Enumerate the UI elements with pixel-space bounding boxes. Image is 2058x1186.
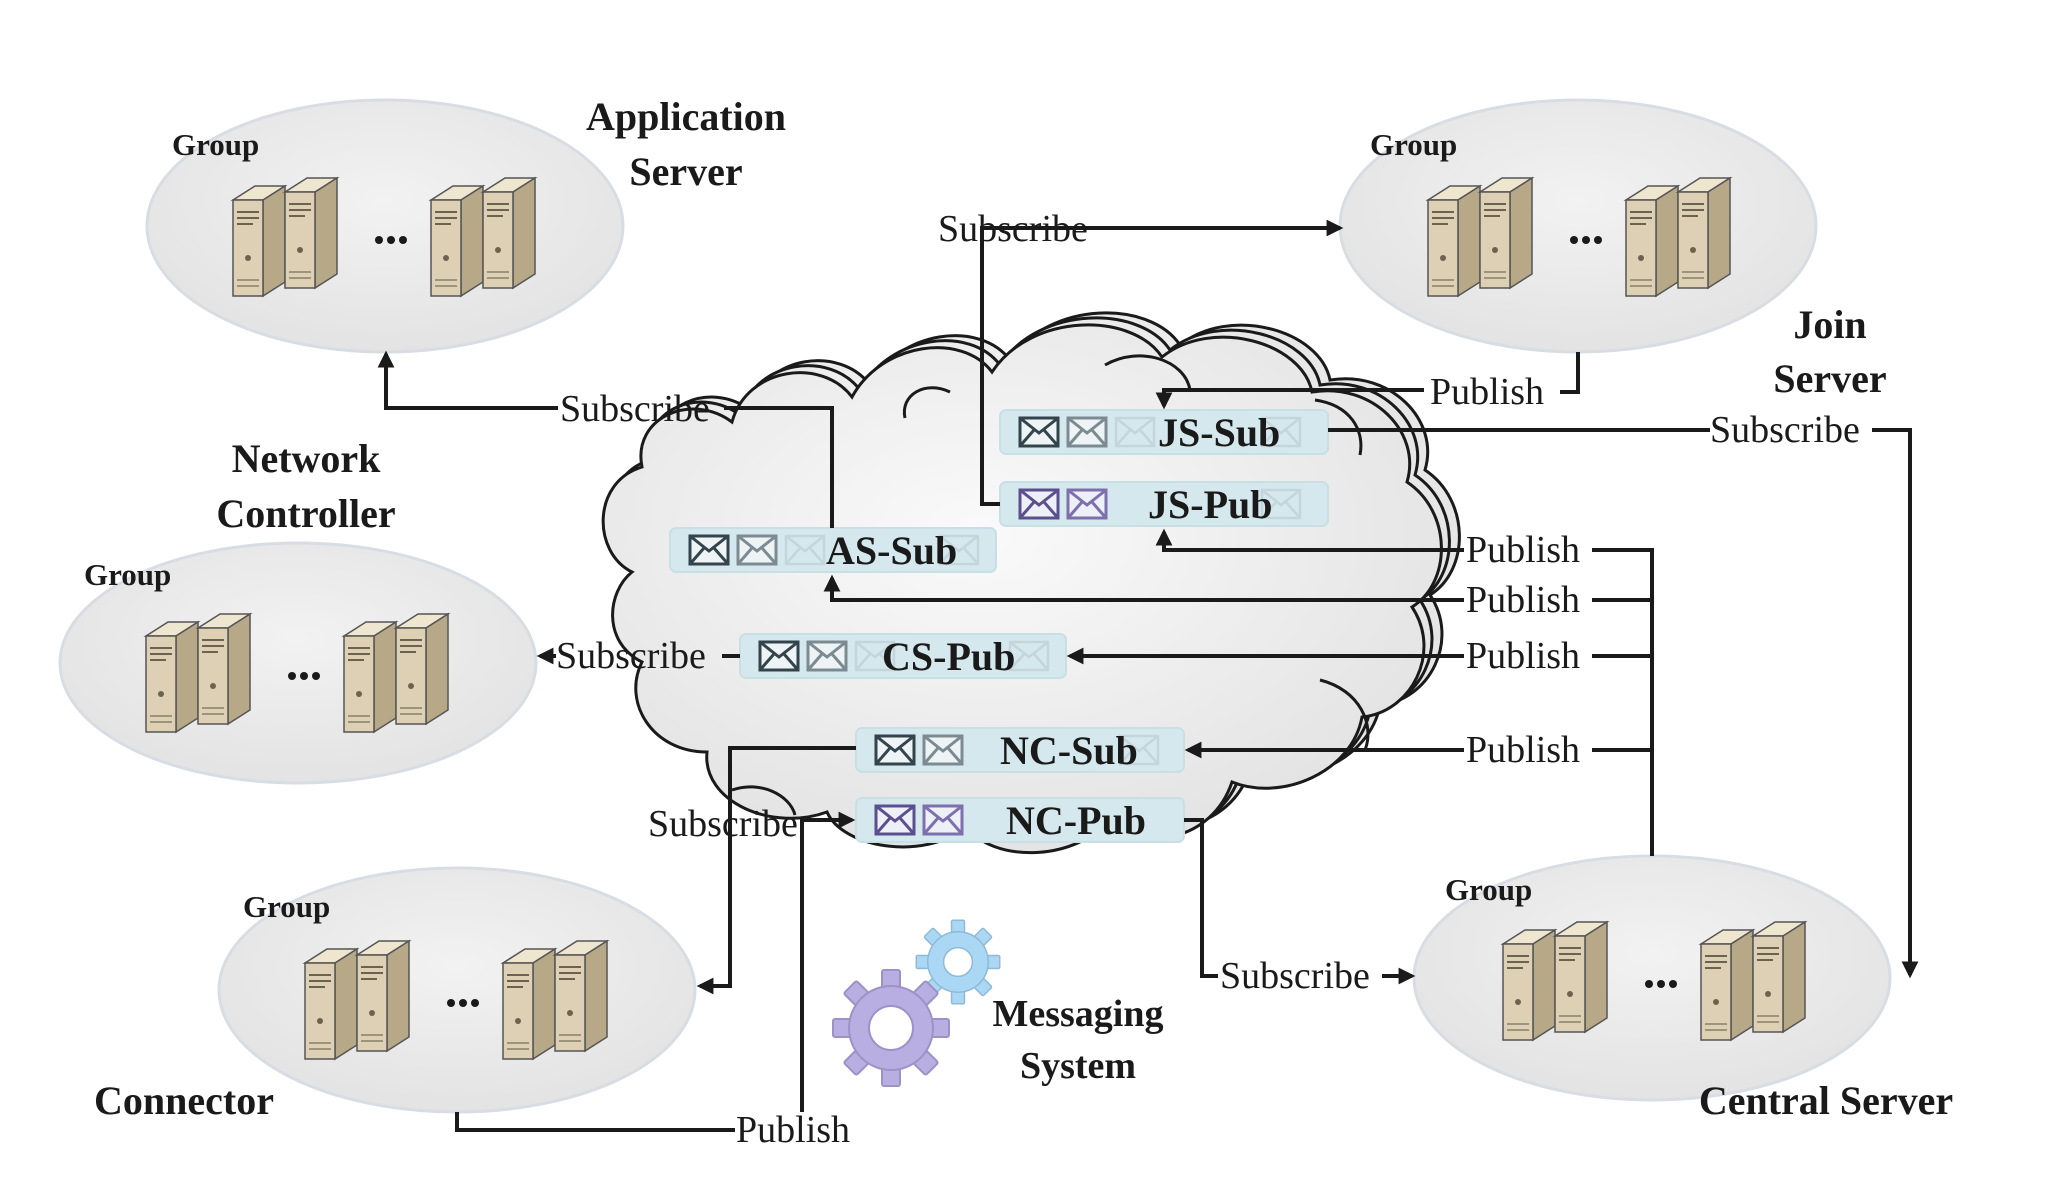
join-server-title-line2: Server	[1773, 356, 1886, 401]
messaging-system-title: Messaging	[993, 993, 1164, 1035]
connector-line	[1872, 428, 1919, 979]
messaging-system-title-line2: System	[1020, 1045, 1136, 1087]
application-server-title: Application	[586, 94, 786, 139]
central-server-title: Central Server	[1699, 1078, 1953, 1123]
topic-js-pub: JS-Pub	[999, 481, 1329, 527]
topic-label: NC-Sub	[1000, 728, 1138, 773]
gear-icon	[915, 919, 1001, 1005]
connector-line	[1155, 528, 1464, 552]
topic-nc-pub: NC-Pub	[855, 797, 1185, 843]
group-label: Group	[243, 889, 330, 924]
edge-label: Publish	[1430, 371, 1544, 413]
edge-label: Subscribe	[560, 388, 710, 430]
connector-line	[980, 226, 1104, 506]
edge-label: Publish	[1466, 579, 1580, 621]
topic-js-sub: JS-Sub	[999, 409, 1329, 455]
topic-label: JS-Sub	[1158, 410, 1280, 455]
central-server-group: Group	[1412, 854, 1892, 1102]
connector-line	[724, 406, 834, 528]
join-server-group: Group	[1338, 98, 1818, 354]
edge-label: Publish	[1466, 729, 1580, 771]
edge-label: Subscribe	[938, 208, 1088, 250]
edge-label: Subscribe	[1220, 955, 1370, 997]
topic-label: NC-Pub	[1006, 798, 1146, 843]
edge-label: Subscribe	[648, 803, 798, 845]
connector-line	[1592, 548, 1654, 856]
connector-line	[1560, 352, 1580, 394]
connector-line	[823, 574, 1464, 602]
connector-line	[377, 350, 558, 410]
edge-label: Subscribe	[556, 635, 706, 677]
group-label: Group	[172, 127, 259, 162]
network-controller-group: Group	[58, 541, 538, 785]
topic-nc-sub: NC-Sub	[855, 727, 1185, 773]
join-server-title: Join	[1793, 302, 1866, 347]
edge-label: Subscribe	[1710, 409, 1860, 451]
edge-label: Publish	[1466, 529, 1580, 571]
topic-label: JS-Pub	[1148, 482, 1273, 527]
group-label: Group	[84, 557, 171, 592]
group-label: Group	[1370, 127, 1457, 162]
connector-line	[455, 1112, 735, 1132]
network-controller-title: Network	[232, 436, 382, 481]
edge-label: Publish	[736, 1109, 850, 1151]
connector-title: Connector	[94, 1078, 274, 1123]
application-server-group: Group	[145, 98, 625, 354]
topic-label: CS-Pub	[882, 634, 1015, 679]
connector-group: Group	[217, 866, 697, 1114]
group-label: Group	[1445, 872, 1532, 907]
connector-line	[696, 746, 856, 995]
application-server-title-line2: Server	[629, 149, 742, 194]
connector-line	[1155, 388, 1424, 410]
edge-label: Publish	[1466, 635, 1580, 677]
edge-labels: Subscribe Publish Subscribe Subscribe Pu…	[556, 208, 1860, 1151]
topic-cs-pub: CS-Pub	[739, 633, 1067, 679]
connector-line	[800, 811, 856, 1112]
topic-as-sub: AS-Sub	[669, 527, 997, 573]
connector-line	[1184, 818, 1218, 978]
connection-lines	[377, 219, 1919, 1132]
topic-label: AS-Sub	[826, 528, 957, 573]
gear-icon	[832, 969, 950, 1087]
network-controller-title-line2: Controller	[216, 491, 395, 536]
